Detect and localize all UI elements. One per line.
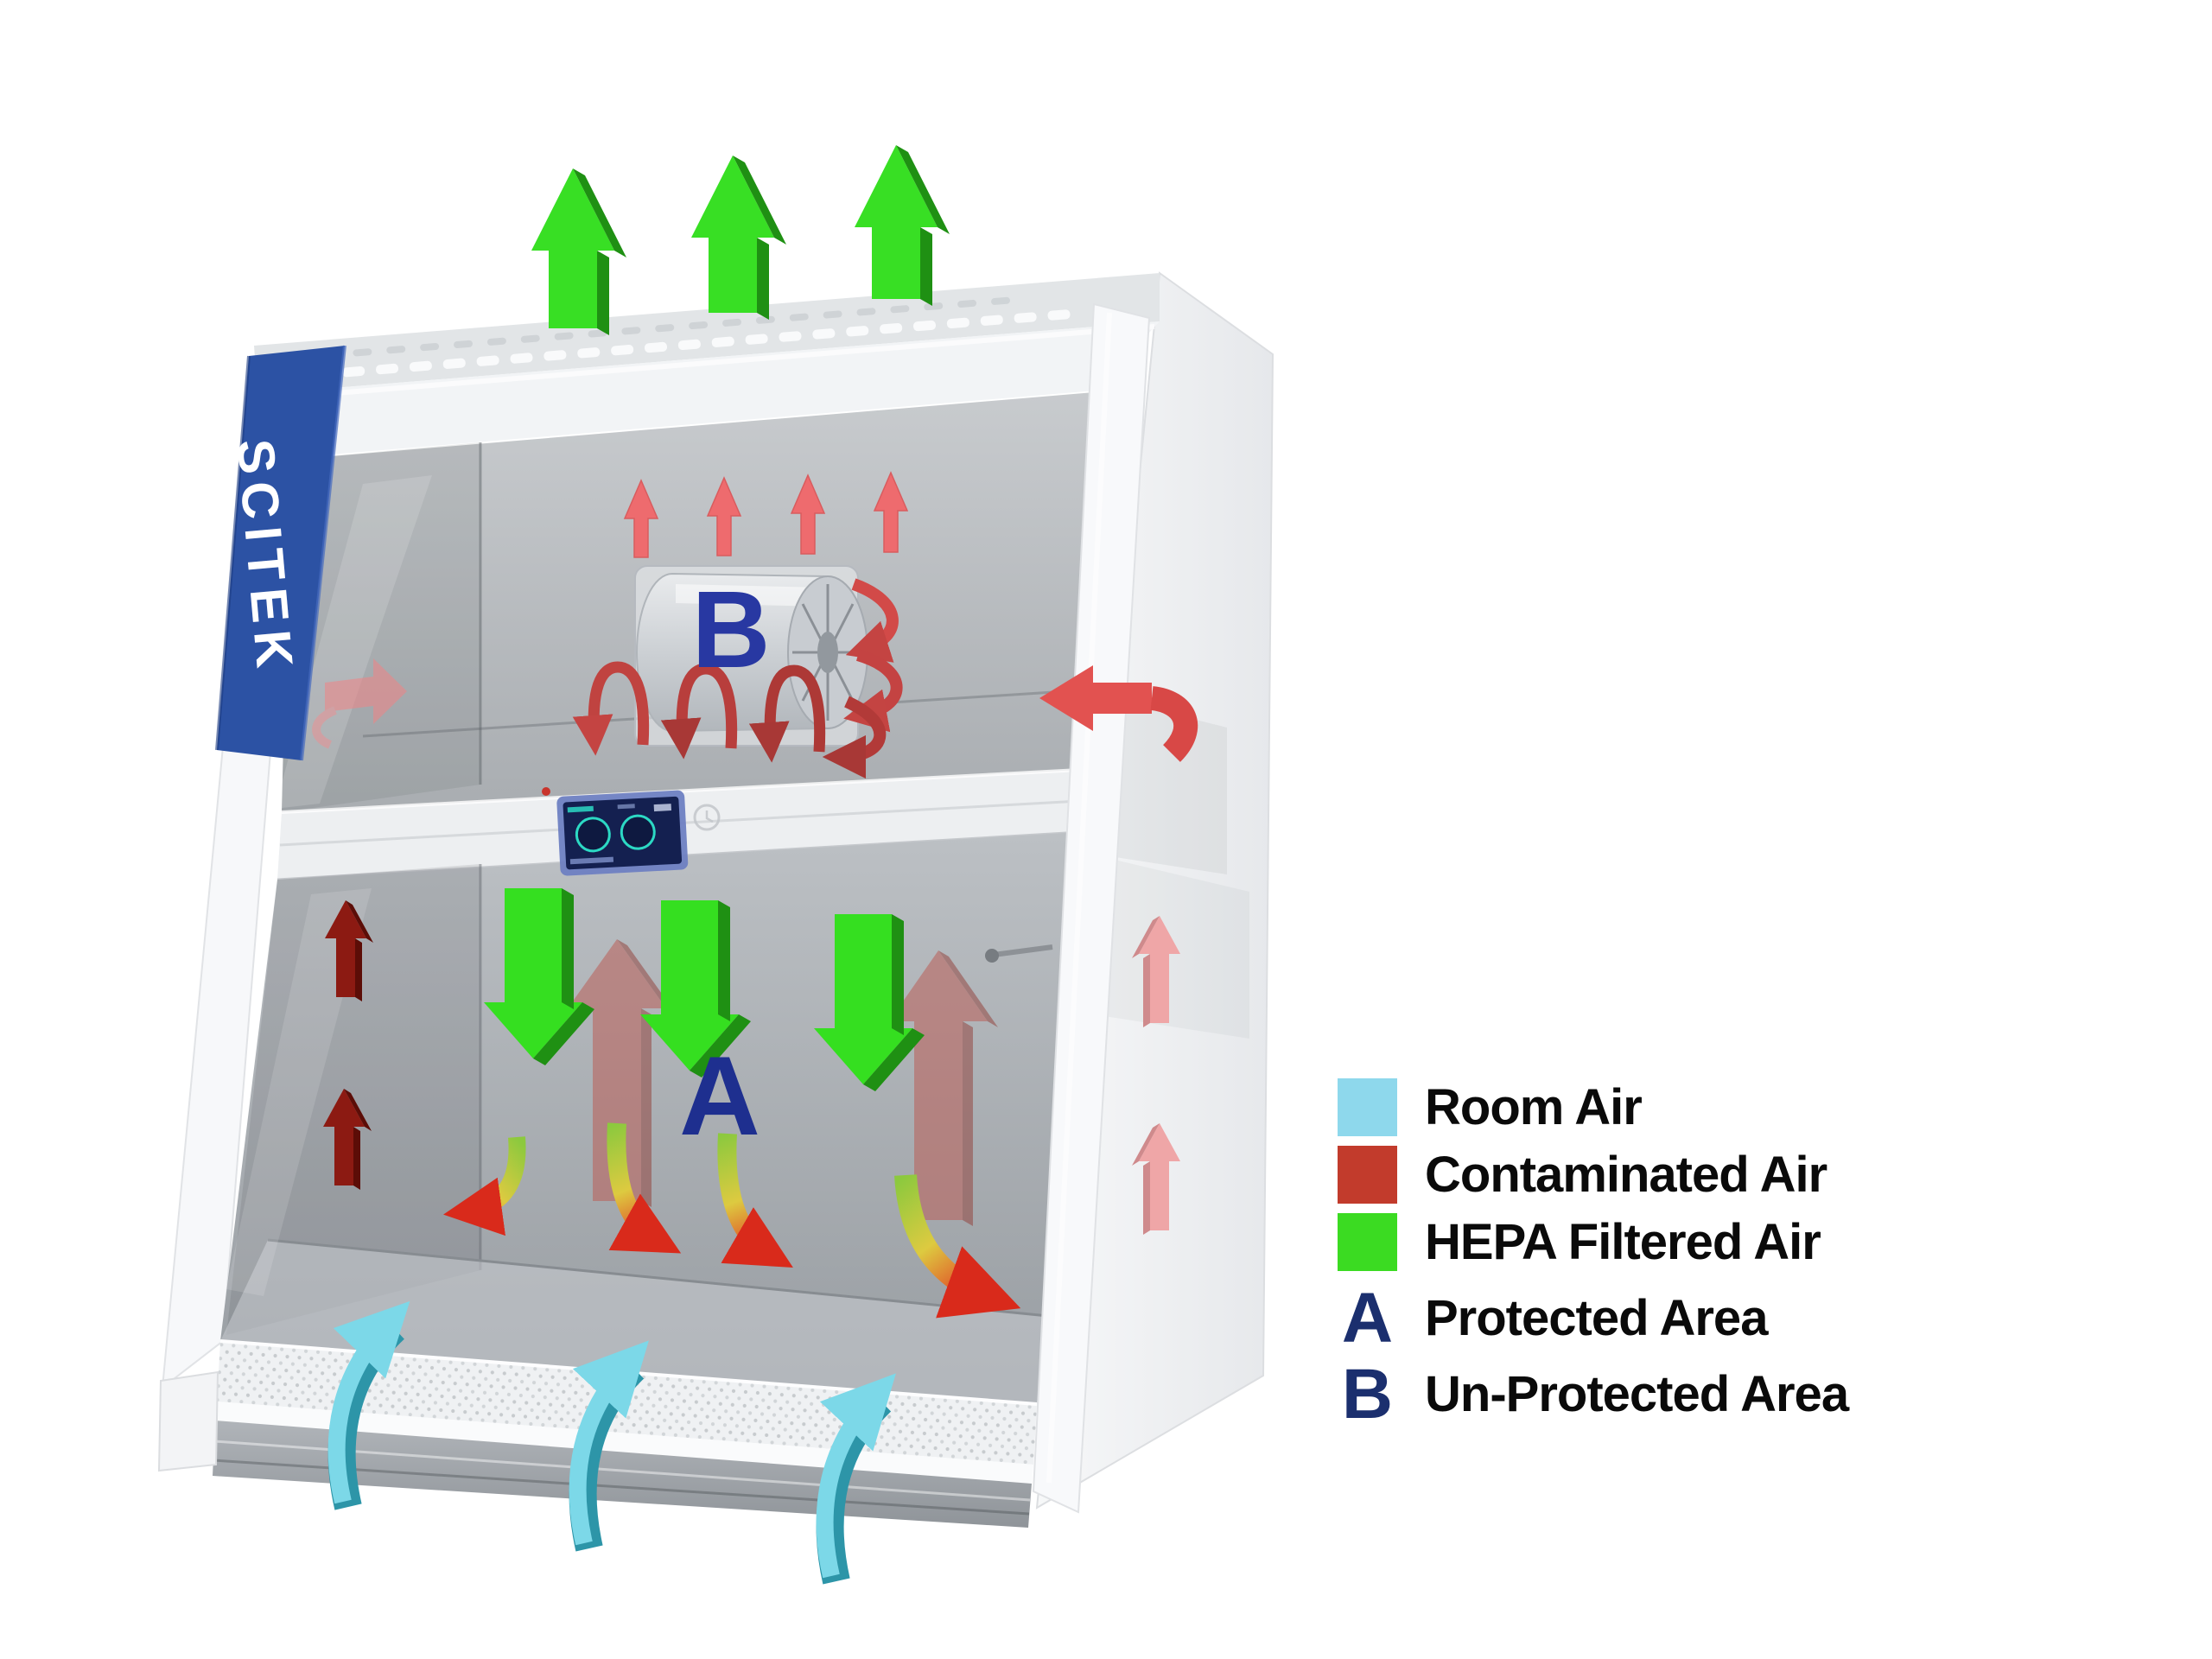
contaminated-up-arrow — [873, 471, 909, 553]
status-led — [542, 787, 550, 796]
cabinet-body — [157, 271, 1274, 1528]
contaminated-up-arrow-large — [889, 950, 998, 1226]
exhaust-arrows — [531, 145, 950, 335]
legend-label-contaminated-air: Contaminated Air — [1425, 1147, 1827, 1203]
hepa-air-swatch-icon — [1338, 1213, 1397, 1271]
work-surface-back-edge — [267, 1238, 1049, 1318]
banner-panel — [217, 346, 345, 760]
deflection-arrow — [607, 1122, 682, 1254]
legend-row-protected-area: A Protected Area — [1338, 1278, 1848, 1357]
room-air-inflow-arrows — [327, 1300, 896, 1585]
swirl-arch-arrow — [748, 664, 826, 763]
swirl-arrow — [845, 578, 899, 663]
deflection-arrow — [443, 1136, 526, 1236]
inflow-curl — [312, 706, 338, 749]
gauge-dial — [575, 817, 611, 853]
legend-label-hepa-air: HEPA Filtered Air — [1425, 1214, 1821, 1270]
work-surface — [220, 1240, 1048, 1404]
banner-edge — [215, 355, 251, 751]
legend: Room Air Contaminated Air HEPA Filtered … — [1338, 1078, 1849, 1440]
inflow-arrow-shaft — [1093, 683, 1152, 714]
swirl-arrow — [822, 696, 887, 779]
room-air-arrow — [569, 1340, 649, 1546]
legend-row-room-air: Room Air — [1338, 1078, 1848, 1136]
swirl-arch-arrow — [572, 661, 650, 756]
legend-row-hepa-air: HEPA Filtered Air — [1338, 1213, 1848, 1271]
contaminated-up-arrow — [623, 479, 659, 558]
room-air-arrow — [816, 1373, 896, 1579]
screen-bar — [617, 804, 635, 810]
hepa-exhaust-arrow — [855, 145, 950, 306]
surface-deflection-arrows — [443, 1122, 1021, 1319]
mid-beam — [277, 769, 1096, 880]
pillar-highlight — [1046, 312, 1112, 1484]
legend-letter-b: B — [1341, 1354, 1394, 1433]
dark-red-up-arrow — [323, 1089, 372, 1190]
upper-left-wall — [282, 442, 480, 812]
hepa-air-swatch — [1338, 1213, 1397, 1271]
contaminated-up-arrow-large — [568, 939, 677, 1207]
area-label-b: B — [692, 569, 771, 690]
inflow-arrow-head — [1039, 665, 1093, 731]
gauge-dial — [620, 814, 656, 850]
fan-exhaust-arrows — [623, 471, 909, 558]
mid-beam-top-edge — [281, 767, 1096, 814]
legend-label-protected-area: Protected Area — [1425, 1290, 1768, 1346]
contaminated-up-arrow — [706, 476, 742, 556]
lower-glass-highlight — [226, 888, 372, 1296]
banner-edge — [300, 345, 346, 761]
fan-hub — [817, 632, 838, 673]
legend-row-unprotected-area: B Un-Protected Area — [1338, 1354, 1849, 1433]
legend-row-contaminated-air: Contaminated Air — [1338, 1146, 1848, 1204]
inflow-arrow-hook — [1149, 686, 1198, 762]
deflection-arrow — [717, 1133, 793, 1268]
clock-icon — [693, 804, 721, 831]
wall-upflow-arrows-left — [323, 900, 373, 1190]
scitek-banner — [215, 345, 346, 761]
hepa-down-arrow — [814, 914, 925, 1091]
swirl-arrow — [843, 649, 903, 733]
control-panel — [556, 790, 689, 876]
legend-letter-a: A — [1341, 1278, 1394, 1357]
room-air-swatch-icon — [1338, 1078, 1397, 1136]
screen-bar — [653, 804, 672, 812]
room-air-swatch — [1338, 1078, 1397, 1136]
fan-swirl-arrows — [572, 578, 903, 779]
screen-bar — [569, 856, 614, 865]
top-fascia — [257, 321, 1160, 458]
contaminated-air-swatch-icon — [1338, 1146, 1397, 1204]
contaminated-upflow-arrows — [568, 939, 998, 1226]
side-panel-upflow-arrows — [1132, 916, 1180, 1235]
left-foot — [157, 1370, 219, 1472]
room-air-arrow — [327, 1300, 410, 1504]
screen-bar — [567, 805, 594, 813]
pink-up-arrow — [1132, 1123, 1180, 1235]
side-inflow-arrow-right — [1039, 665, 1198, 762]
legend-label-room-air: Room Air — [1425, 1079, 1643, 1135]
hepa-down-arrow — [640, 900, 751, 1077]
swirl-arch-arrow — [660, 663, 738, 760]
contaminated-up-arrow — [790, 474, 826, 555]
service-nozzle — [985, 949, 999, 963]
contaminated-air-swatch — [1338, 1146, 1397, 1204]
mid-beam-groove — [279, 798, 1096, 847]
hepa-exhaust-arrow — [531, 168, 626, 335]
service-nozzle-stem — [993, 944, 1053, 957]
legend-label-unprotected-area: Un-Protected Area — [1425, 1366, 1849, 1422]
side-inflow-arrow-left — [312, 658, 407, 749]
dark-red-up-arrow — [325, 900, 373, 1001]
hepa-downflow-arrows — [484, 888, 925, 1091]
hepa-down-arrow — [484, 888, 594, 1065]
fascia-highlight — [260, 324, 1155, 402]
hepa-exhaust-arrow — [691, 156, 786, 320]
fan-drum-highlight — [676, 584, 824, 607]
top-exhaust-grille — [275, 296, 1071, 383]
inflow-arrow — [325, 658, 407, 724]
pink-up-arrow — [1132, 916, 1180, 1027]
deflection-arrow — [894, 1174, 1021, 1319]
